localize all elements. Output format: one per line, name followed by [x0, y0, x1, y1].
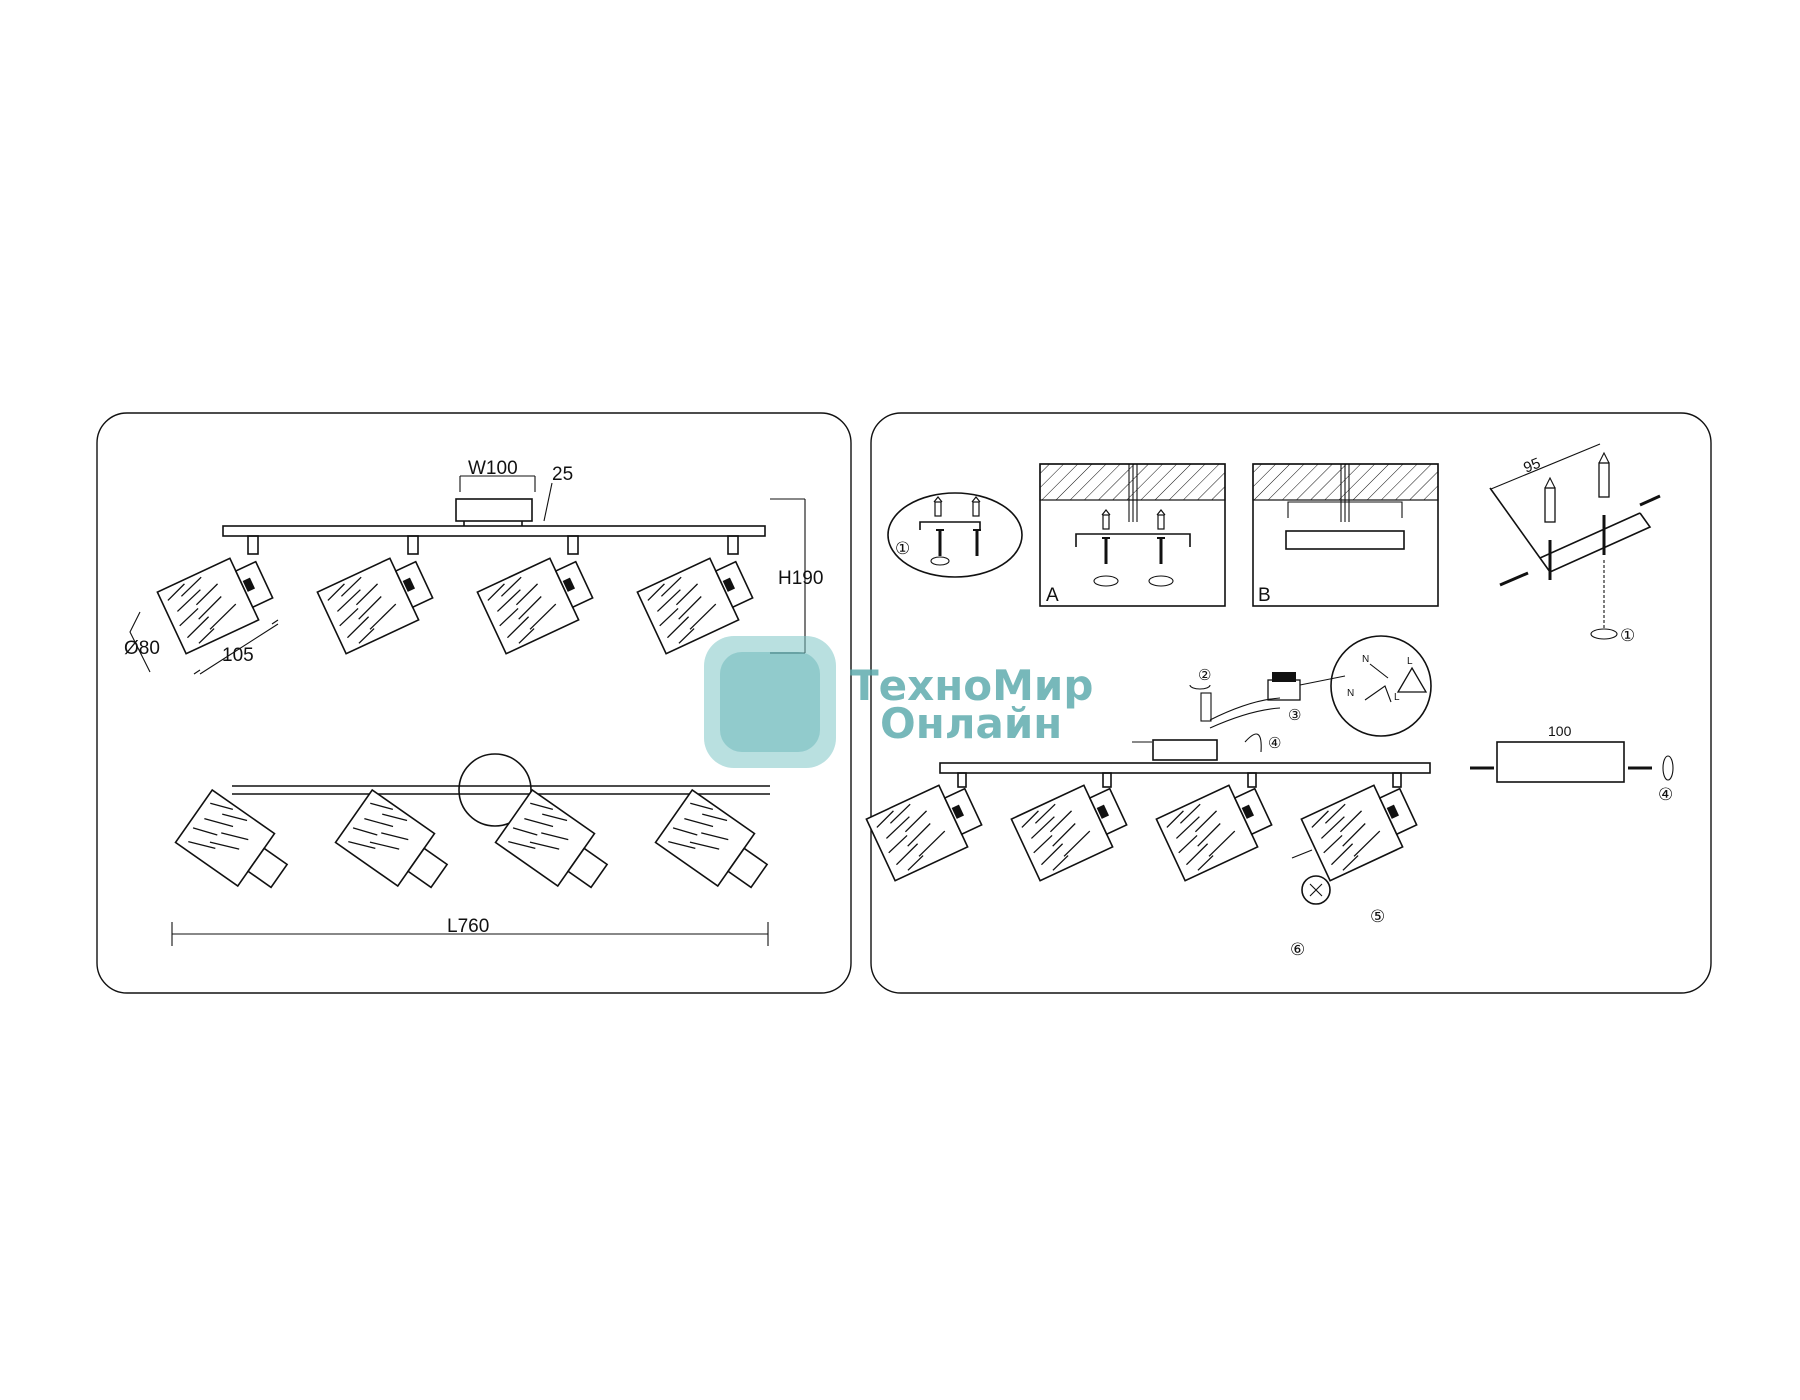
ceiling-box-a: A — [1039, 463, 1226, 607]
mounting-bracket: 95 ① — [1489, 443, 1661, 645]
step-4b-label: ④ — [1658, 785, 1673, 804]
left-panel: W100 25 H190 Ø80 105 L760 — [96, 412, 852, 994]
dim-length: L760 — [447, 916, 489, 937]
front-view: W100 25 H190 Ø80 105 — [124, 458, 823, 675]
step-5-label: ⑤ — [1370, 907, 1385, 926]
wire-n2-label: N — [1347, 688, 1354, 699]
dim-shade-length: 105 — [222, 645, 254, 666]
box-length-label: 100 — [1548, 723, 1572, 739]
box-b-label: B — [1258, 585, 1271, 606]
wire-l1-label: L — [1407, 656, 1413, 667]
wire-n1-label: N — [1362, 654, 1369, 665]
assembly-view: ④ ⑤ ⑥ — [865, 733, 1431, 959]
step-6-label: ⑥ — [1290, 940, 1305, 959]
step1-detail: ① — [887, 492, 1023, 578]
box-a-label: A — [1046, 585, 1059, 606]
step-1-label: ① — [895, 539, 910, 558]
ceiling-box-b: B — [1252, 463, 1439, 607]
step-3-label: ③ — [1288, 707, 1301, 724]
step-4-label: ④ — [1268, 735, 1281, 752]
cover-box-detail: 100 ④ — [1470, 723, 1674, 804]
dim-diameter: Ø80 — [124, 638, 160, 659]
step-1b-label: ① — [1620, 626, 1635, 645]
watermark: ТехноМир Онлайн — [704, 636, 1093, 768]
step-2-label: ② — [1198, 667, 1211, 684]
wire-l2-label: L — [1394, 692, 1400, 703]
dim-width: W100 — [468, 458, 518, 479]
wiring-detail: N L N L ② ③ — [1189, 635, 1432, 737]
bracket-length-label: 95 — [1521, 455, 1543, 477]
watermark-line2: Онлайн — [880, 699, 1062, 748]
right-panel: ① A B 95 — [865, 412, 1712, 994]
watermark-line1: ТехноМир — [850, 661, 1093, 710]
dim-depth: 25 — [552, 464, 573, 485]
dim-height: H190 — [778, 568, 823, 589]
top-view: L760 — [171, 753, 779, 946]
